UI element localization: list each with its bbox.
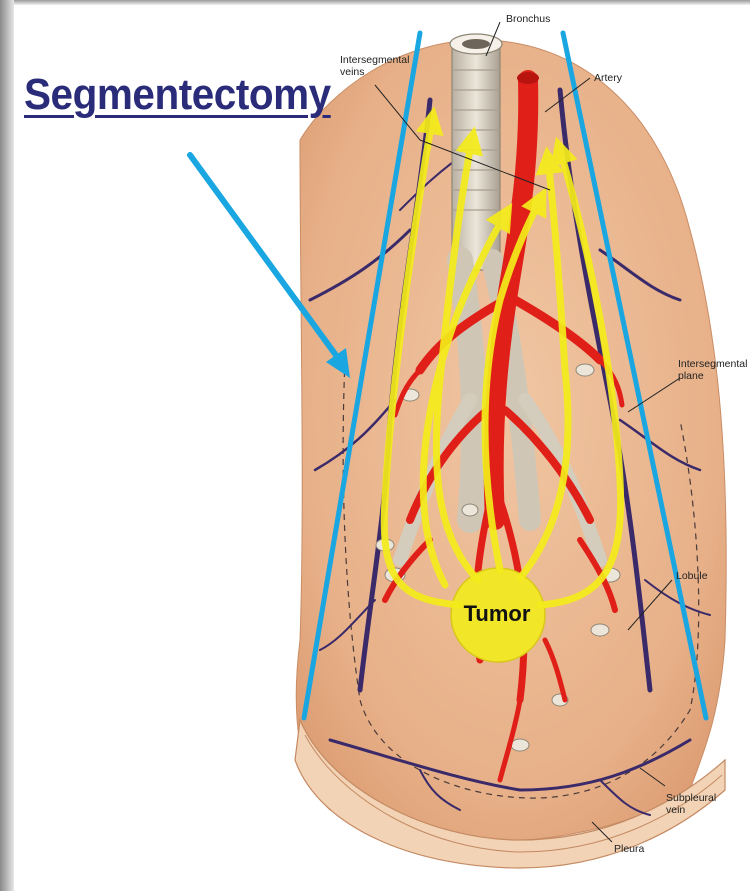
page-title: Segmentectomy — [24, 70, 331, 120]
label-tumor: Tumor — [452, 601, 542, 627]
lung-segment — [296, 40, 726, 842]
label-intersegmental-veins: Intersegmental veins — [340, 54, 409, 78]
label-subpleural-vein: Subpleural vein — [666, 792, 716, 816]
label-intersegmental-plane: Intersegmental plane — [678, 358, 747, 382]
label-bronchus: Bronchus — [506, 13, 550, 25]
label-artery: Artery — [594, 72, 622, 84]
label-lobule: Lobule — [676, 570, 708, 582]
label-pleura: Pleura — [614, 843, 644, 855]
